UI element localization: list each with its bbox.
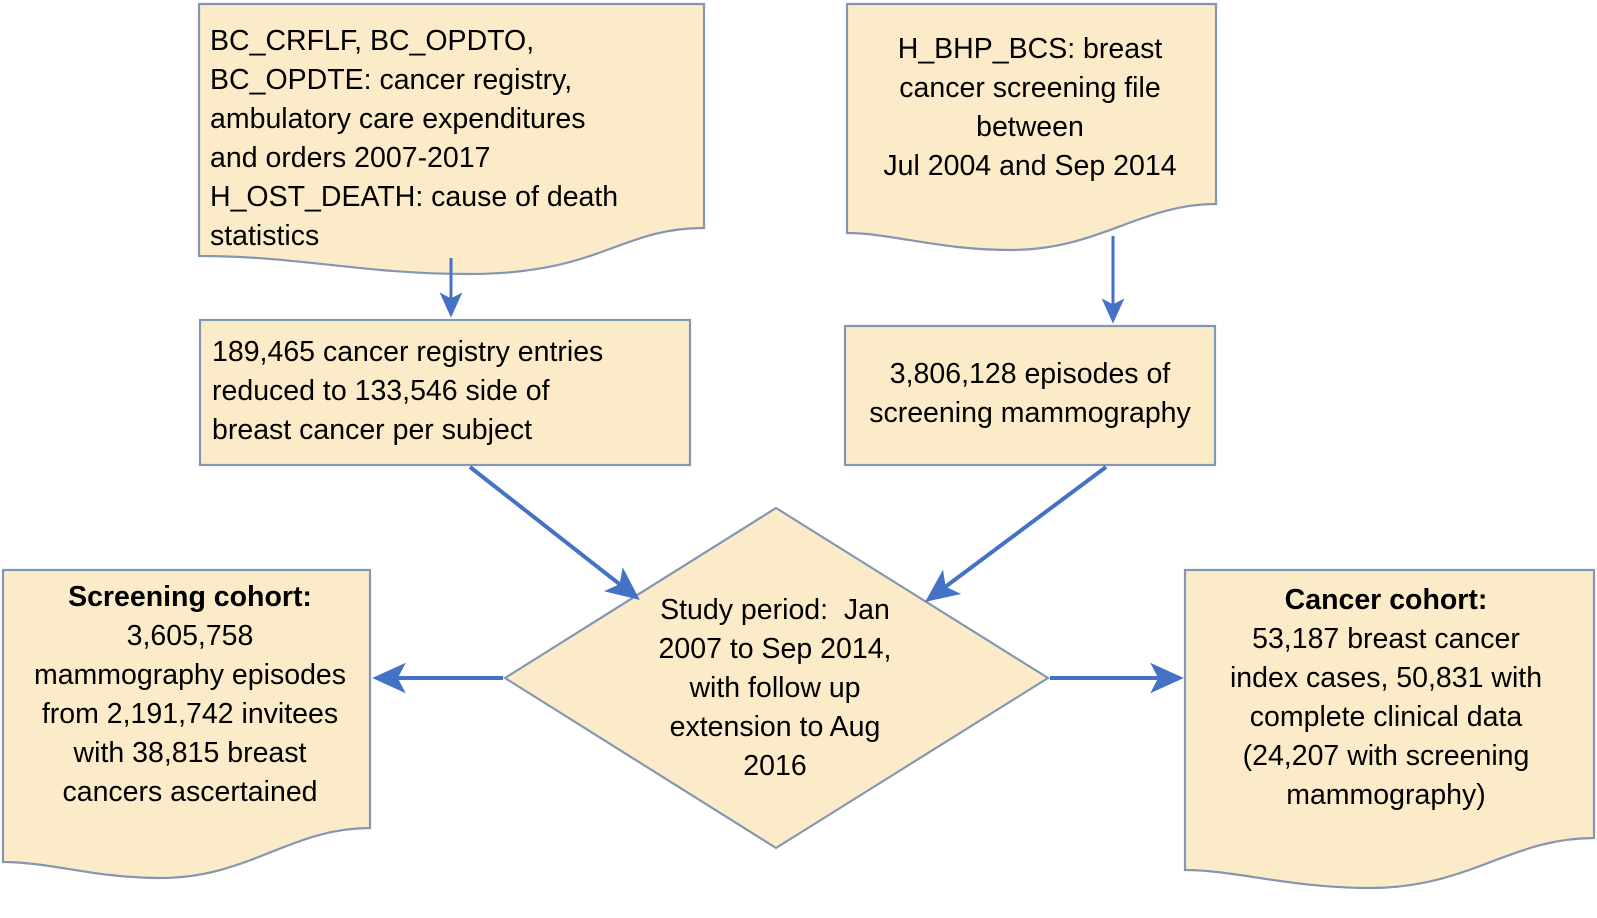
node-shape-screening-episodes[interactable] — [843, 324, 1217, 467]
node-shape-registry-entries[interactable] — [198, 318, 692, 467]
node-shape-screening-cohort[interactable] — [1, 568, 372, 880]
node-shape-study-period[interactable] — [502, 506, 1051, 850]
node-shape-source-cancer-registry[interactable] — [197, 2, 706, 276]
node-shape-source-screening-file[interactable] — [845, 2, 1218, 252]
edge-episodes-to-study-period — [925, 465, 1108, 602]
edge-registry-to-study-period — [468, 465, 640, 600]
node-shape-cancer-cohort[interactable] — [1183, 568, 1596, 890]
